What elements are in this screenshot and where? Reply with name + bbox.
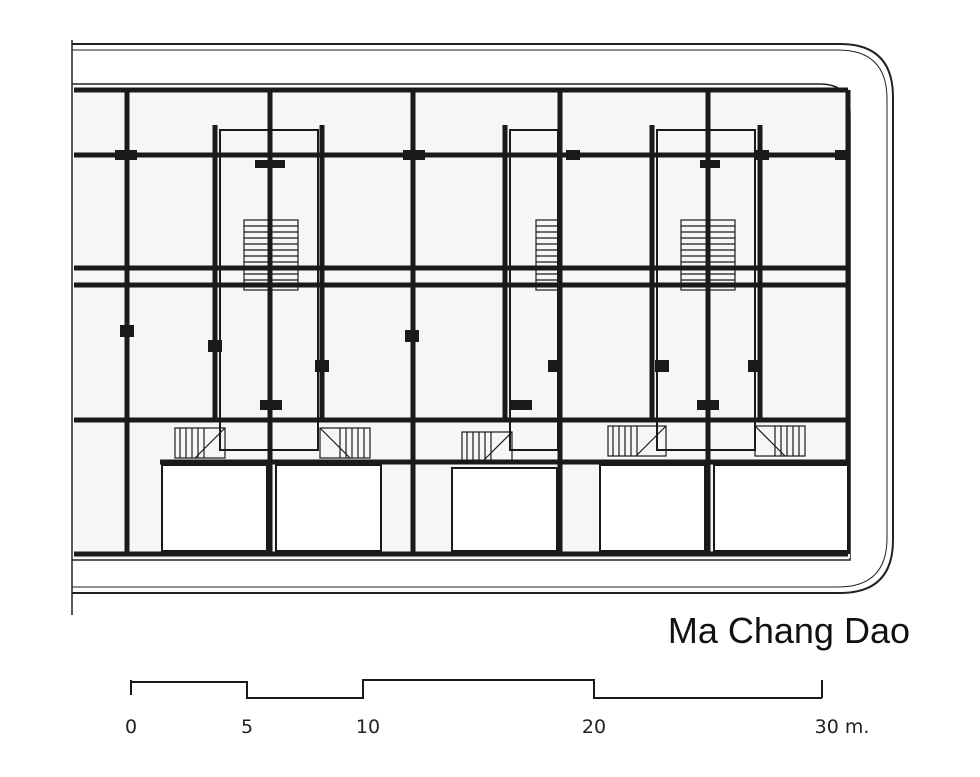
plan-title: Ma Chang Dao bbox=[667, 610, 910, 651]
scale-bar bbox=[130, 679, 823, 699]
scale-tick-label: 10 bbox=[355, 716, 381, 738]
scale-tick-label: 5 bbox=[240, 716, 254, 738]
vertical-walls bbox=[124, 90, 851, 554]
scale-tick-label: 30 m. bbox=[814, 716, 870, 738]
corridor-outlines bbox=[219, 129, 756, 451]
wall-pilasters bbox=[115, 150, 849, 410]
scale-tick-label: 20 bbox=[581, 716, 607, 738]
main-staircases bbox=[243, 219, 736, 291]
front-courtyards bbox=[161, 464, 849, 552]
rear-stairs bbox=[174, 425, 806, 463]
scale-tick-label: 0 bbox=[124, 716, 138, 738]
